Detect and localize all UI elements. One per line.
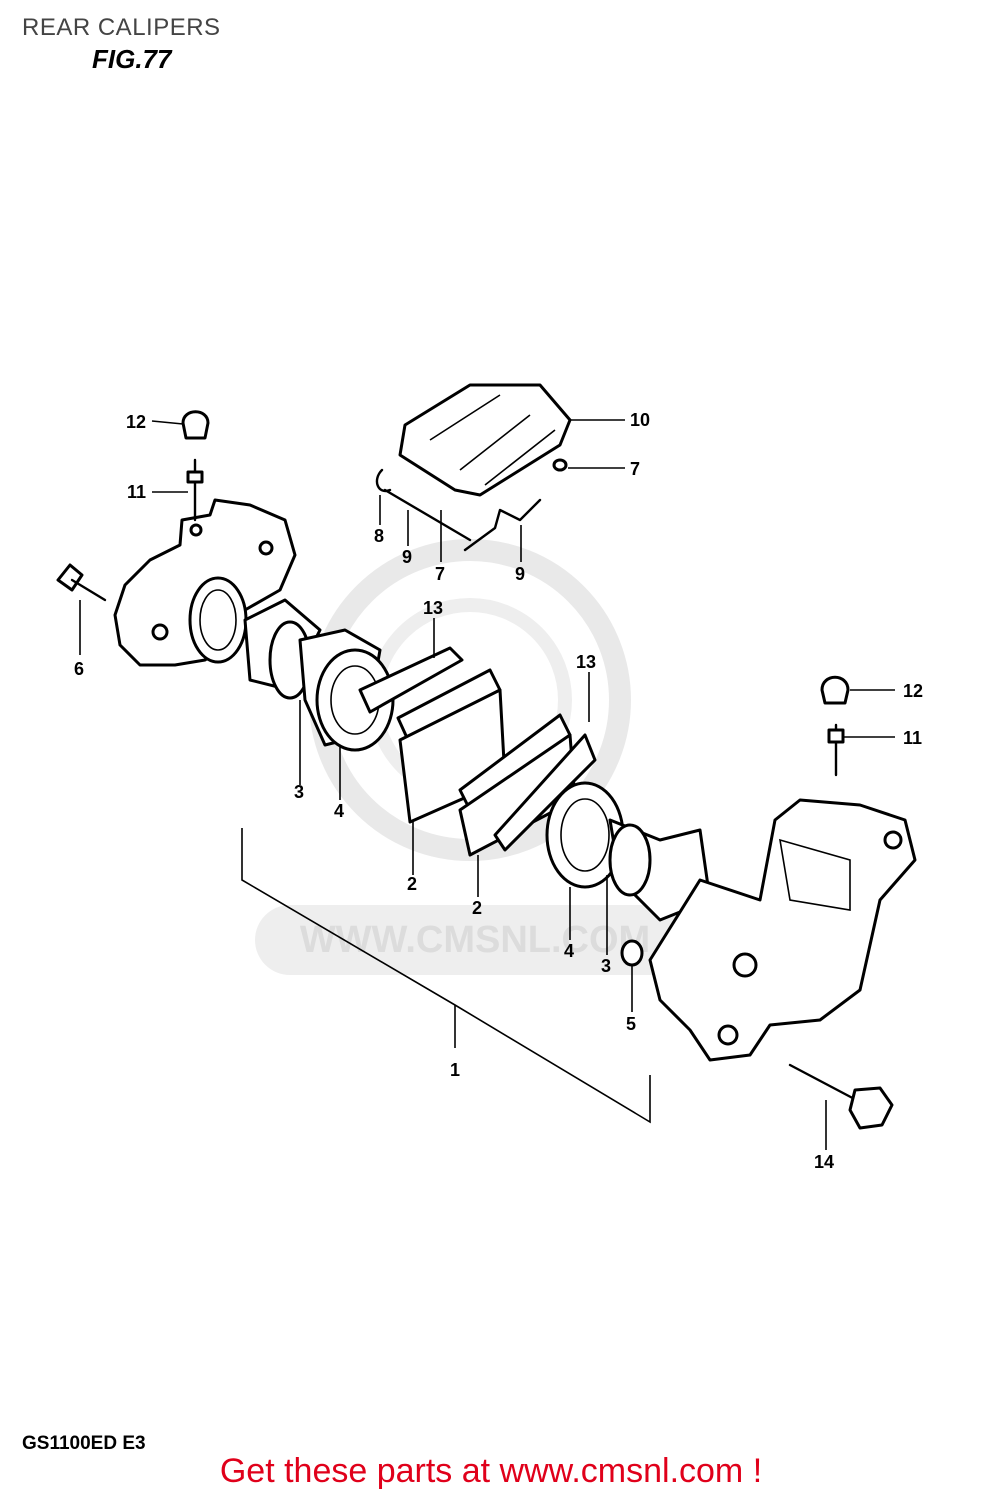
page-title: REAR CALIPERS [22,14,221,41]
callout-6: 6 [74,659,84,679]
callout-3-right: 3 [601,956,611,976]
callout-12-right: 12 [903,681,923,701]
bleeder-cap-left [181,410,210,440]
callout-7-lower: 7 [435,564,445,584]
pin-clip [375,468,392,493]
callout-1: 1 [450,1060,460,1080]
callout-12-left: 12 [126,412,146,432]
bleeder-screw-right [827,723,845,777]
callout-9-right: 9 [515,564,525,584]
callout-5: 5 [626,1014,636,1034]
pad-pin [383,488,472,542]
pad-spring [463,498,542,552]
callout-4-right: 4 [564,941,574,961]
right-caliper-body [648,798,917,1062]
callout-8: 8 [374,526,384,546]
callout-2-right: 2 [472,898,482,918]
callout-14: 14 [814,1152,834,1172]
left-piston [243,598,395,752]
model-code: GS1100ED E3 [22,1433,146,1454]
callout-7-upper: 7 [630,459,640,479]
mount-bolt-right [788,1063,894,1130]
mount-bolt-left [56,563,107,602]
callout-4-left: 4 [334,801,344,821]
get-parts-link[interactable]: Get these parts at www.cmsnl.com ! [219,1452,763,1490]
leader-lines [79,419,895,1150]
callout-11-left: 11 [127,482,146,502]
right-pad-shim [493,733,597,852]
callout-3-left: 3 [294,782,304,802]
bleeder-cap-right [820,675,850,705]
callouts: 12 11 6 10 7 8 9 7 9 13 13 3 4 2 2 4 3 5… [74,410,923,1172]
pad-cover [398,383,572,497]
right-piston [545,781,712,922]
callout-11-right: 11 [903,728,922,748]
callout-9-left: 9 [402,547,412,567]
callout-13-right: 13 [576,652,596,672]
callout-2-left: 2 [407,874,417,894]
assembly-bracket [241,828,651,1124]
callout-10: 10 [630,410,650,430]
figure-label: FIG.77 [92,44,172,74]
callout-13-left: 13 [423,598,443,618]
watermark-text: WWW.CMSNL.COM [300,919,650,961]
pad-pin-short [552,458,568,472]
bleeder-screw-left [186,458,204,522]
washer [620,939,644,967]
left-pad-shim [358,646,464,714]
